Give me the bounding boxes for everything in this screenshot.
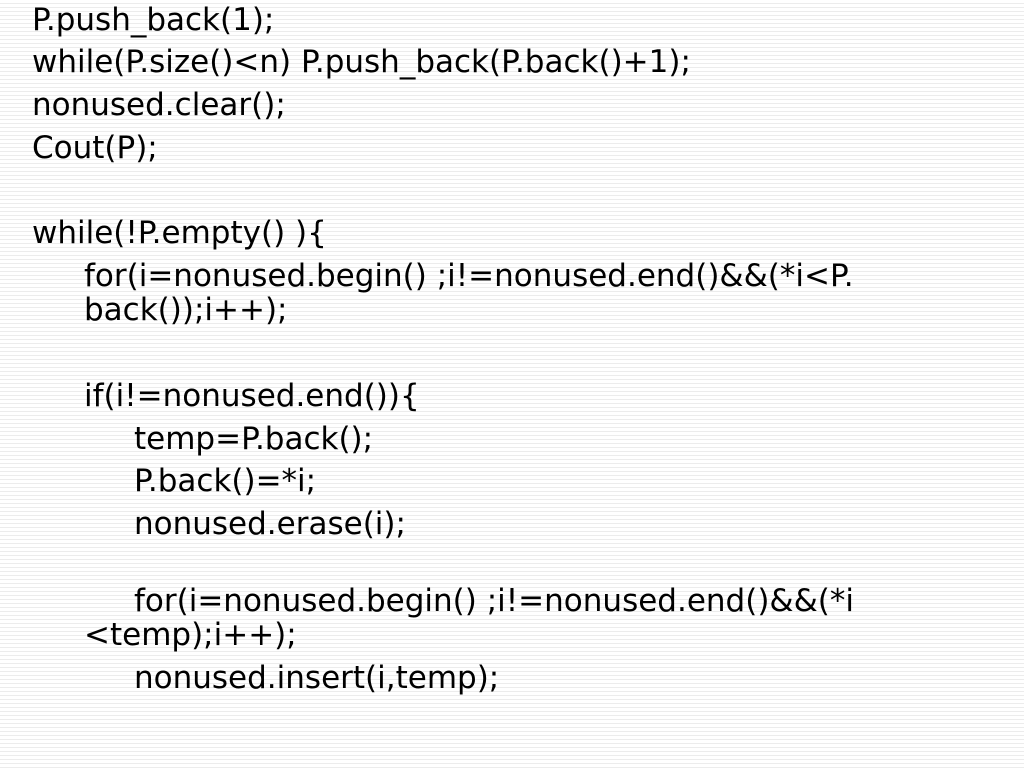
code-line: for(i=nonused.begin() ;i!=nonused.end()&… <box>84 258 854 294</box>
code-line: while(!P.empty() ){ <box>32 215 327 251</box>
code-line: P.push_back(1); <box>32 2 275 38</box>
code-line: nonused.insert(i,temp); <box>134 660 500 696</box>
code-line: temp=P.back(); <box>134 421 374 457</box>
code-line: if(i!=nonused.end()){ <box>84 378 420 414</box>
code-line: P.back()=*i; <box>134 463 317 499</box>
code-line: Cout(P); <box>32 130 158 166</box>
code-line: for(i=nonused.begin() ;i!=nonused.end()&… <box>134 583 854 619</box>
code-line: while(P.size()<n) P.push_back(P.back()+1… <box>32 44 691 80</box>
code-line: nonused.clear(); <box>32 87 286 123</box>
code-line: <temp);i++); <box>84 617 297 653</box>
code-line: back());i++); <box>84 292 288 328</box>
code-line: nonused.erase(i); <box>134 506 406 542</box>
